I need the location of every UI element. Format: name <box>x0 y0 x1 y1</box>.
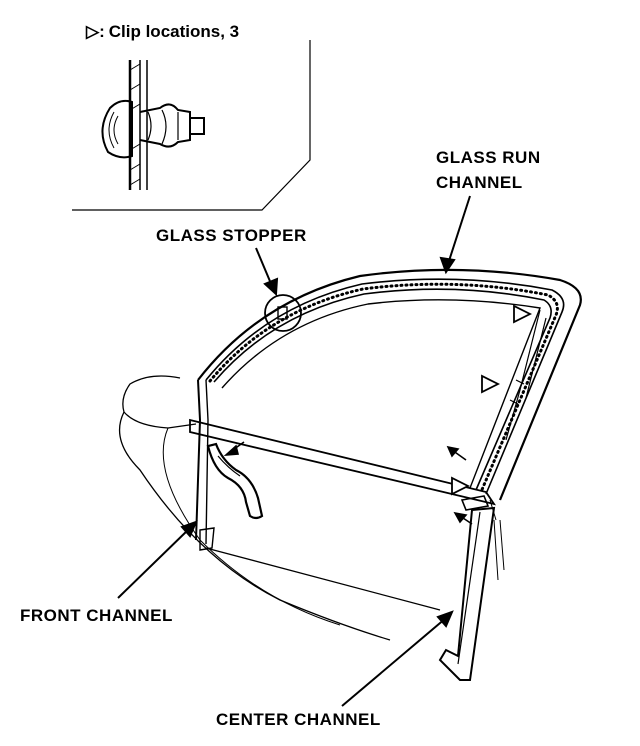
clip-location-markers <box>451 304 533 496</box>
glass-stopper-callout <box>264 294 302 332</box>
front-channel-part <box>206 442 264 520</box>
label-glass-run-channel-line2: CHANNEL <box>436 173 523 192</box>
clip-marker-3 <box>451 476 471 496</box>
clip-locations-legend: ▷:Clip locations, 3 <box>86 22 239 42</box>
belt-line-molding <box>189 418 497 611</box>
clip-symbol-icon: ▷: <box>86 22 105 41</box>
center-channel-leader <box>341 617 447 707</box>
clip-marker-1 <box>513 304 533 324</box>
label-glass-run-channel-line1: GLASS RUN <box>436 148 541 167</box>
glass-run-channel-leader <box>447 195 471 265</box>
door-window-frame <box>195 268 582 551</box>
front-channel-leader <box>117 527 191 599</box>
glass-stopper-leader <box>255 247 273 287</box>
center-channel-part <box>438 495 505 681</box>
leader-arrows <box>117 195 471 707</box>
car-body-outline <box>118 375 391 641</box>
direction-arrows <box>223 441 473 525</box>
label-center-channel: CENTER CHANNEL <box>216 710 381 729</box>
clip-detail-inset <box>72 40 311 211</box>
label-glass-stopper: GLASS STOPPER <box>156 226 307 245</box>
label-front-channel: FRONT CHANNEL <box>20 606 173 625</box>
legend-text: Clip locations, 3 <box>108 22 240 41</box>
clip-marker-2 <box>481 374 501 394</box>
